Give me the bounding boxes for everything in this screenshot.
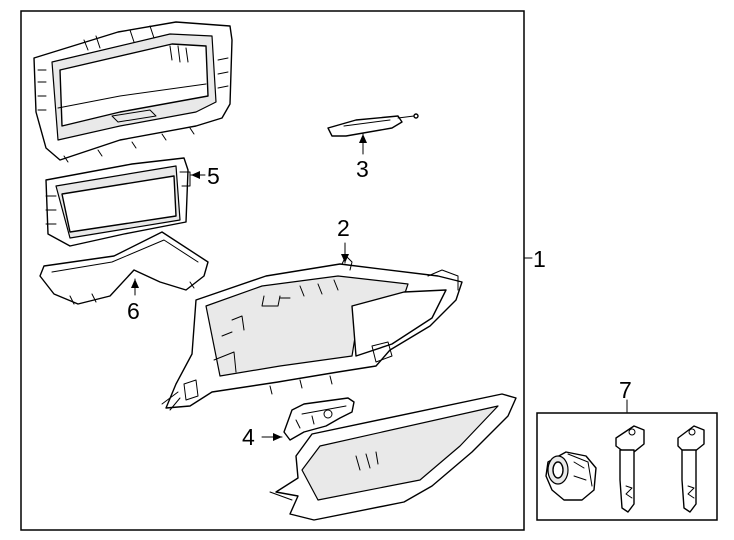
panel-part: [39, 231, 209, 305]
callout-2: 2: [337, 215, 350, 241]
tray-part: [45, 157, 191, 247]
lock-cylinder-part: [545, 451, 597, 501]
callout-1: 1: [533, 246, 546, 272]
callout-3: 3: [356, 156, 369, 182]
keys-frame: [536, 412, 718, 521]
callout-5: 5: [207, 163, 220, 189]
callout-7: 7: [619, 377, 632, 403]
lock-bracket-part: [283, 397, 355, 441]
key-1-part: [615, 425, 645, 513]
callout-4: 4: [242, 424, 255, 450]
key-2-part: [677, 425, 705, 513]
upper-housing-part: [33, 21, 233, 163]
assembly-frame: [20, 10, 525, 531]
door-part: [269, 393, 517, 521]
latch-part: [327, 113, 419, 137]
housing-part: [161, 255, 463, 411]
callout-6: 6: [127, 298, 140, 324]
